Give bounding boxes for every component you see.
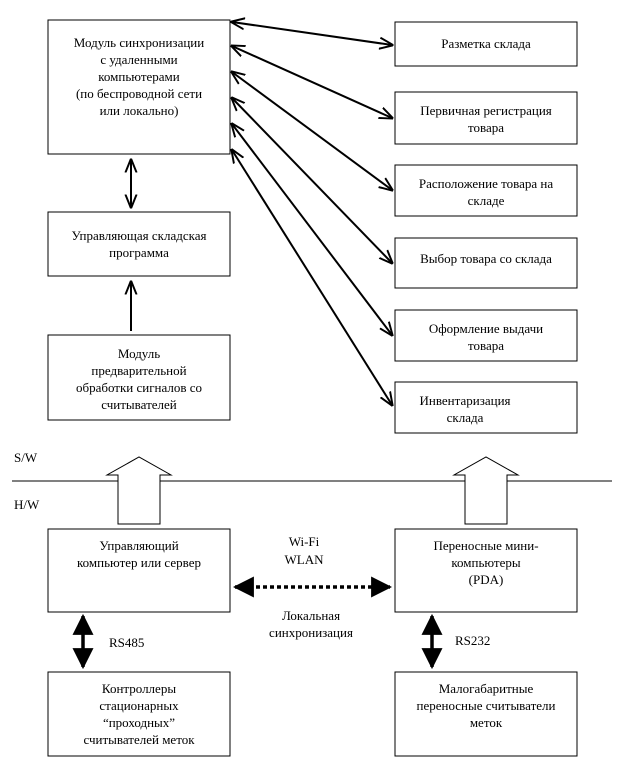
warehouse-program-box: Управляющая складская программа — [47, 211, 231, 277]
text-line: Управляющая складская — [71, 228, 206, 243]
warehouse-marking-box: Разметка склада — [394, 21, 578, 67]
text-line: считывателей меток — [83, 732, 195, 747]
text-line: Контроллеры — [102, 681, 176, 696]
pda-text: Переносные мини-компьютеры (PDA) — [433, 538, 538, 587]
text-line: Инвентаризация — [420, 393, 511, 408]
text-line: Расположение товара на — [419, 176, 553, 191]
text-line: Разметка склада — [441, 36, 531, 51]
text-line: склада — [447, 410, 484, 425]
text-line: считывателей — [101, 397, 177, 412]
local-sync-label-1: Локальная — [282, 608, 340, 623]
text-line: компьютерами — [98, 69, 180, 84]
text-line: компьютеры — [451, 555, 521, 570]
text-line: “проходных” — [103, 715, 175, 730]
text-line: Выбор товара со склада — [420, 251, 552, 266]
sync-module-text: Модуль синхронизации с удаленными компьюте… — [74, 35, 204, 118]
text-line: Управляющий — [99, 538, 178, 553]
text-line: или локально) — [100, 103, 179, 118]
text-line: меток — [470, 715, 503, 730]
wlan-label: WLAN — [285, 552, 325, 567]
goods-issue-text: Оформление выдачи товара — [429, 321, 543, 353]
text-line: с удаленными — [100, 52, 177, 67]
text-line: складе — [468, 193, 505, 208]
controllers-box: Контроллеры стационарных “проходных” считыв… — [47, 671, 231, 757]
local-sync-label-2: синхронизация — [269, 625, 353, 640]
sw-label: S/W — [14, 450, 38, 465]
goods-selection-box: Выбор товара со склада — [394, 237, 578, 289]
text-line: стационарных — [99, 698, 179, 713]
text-line: компьютер или сервер — [77, 555, 201, 570]
sync-function-arrows — [232, 22, 392, 405]
sync-module-box: Модуль синхронизации с удаленными компьюте… — [47, 19, 231, 155]
hw-label: H/W — [14, 497, 40, 512]
text-line: Первичная регистрация — [420, 103, 552, 118]
goods-selection-text: Выбор товара со склада — [420, 251, 552, 266]
handheld-readers-text: Малогабаритные переносные считыватели мето… — [417, 681, 556, 730]
rs485-label: RS485 — [109, 635, 144, 650]
hollow-up-arrow-left — [105, 456, 173, 525]
primary-registration-text: Первичная регистрация товара — [420, 103, 552, 135]
pda-box: Переносные мини-компьютеры (PDA) — [394, 528, 578, 613]
rs232-label: RS232 — [455, 633, 490, 648]
hollow-up-arrow-right — [452, 456, 520, 525]
text-line: Малогабаритные — [439, 681, 534, 696]
arrow-sync-inventory — [232, 150, 392, 405]
primary-registration-box: Первичная регистрация товара — [394, 91, 578, 145]
controllers-text: Контроллеры стационарных “проходных” считыв… — [83, 681, 195, 747]
warehouse-program-text: Управляющая складская программа — [71, 228, 206, 260]
arrow-sync-registration — [232, 46, 392, 118]
arrow-sync-placement — [232, 72, 392, 190]
text-line: Модуль — [118, 346, 160, 361]
preprocessing-module-box: Модуль предварительной обработки сигналов … — [47, 334, 231, 421]
text-line: Оформление выдачи — [429, 321, 543, 336]
text-line: Переносные мини- — [433, 538, 538, 553]
goods-placement-text: Расположение товара на складе — [419, 176, 553, 208]
goods-issue-box: Оформление выдачи товара — [394, 309, 578, 362]
text-line: (PDA) — [469, 572, 504, 587]
server-box: Управляющий компьютер или сервер — [47, 528, 231, 613]
handheld-readers-box: Малогабаритные переносные считыватели мето… — [394, 671, 578, 757]
arrow-sync-issue — [232, 124, 392, 335]
wifi-label: Wi-Fi — [289, 534, 320, 549]
text-line: программа — [109, 245, 169, 260]
text-line: предварительной — [91, 363, 186, 378]
text-line: переносные считыватели — [417, 698, 556, 713]
server-text: Управляющий компьютер или сервер — [77, 538, 201, 570]
text-line: обработки сигналов со — [76, 380, 202, 395]
arrow-sync-selection — [232, 98, 392, 263]
text-line: товара — [468, 120, 504, 135]
preprocessing-module-text: Модуль предварительной обработки сигналов … — [76, 346, 202, 412]
inventory-box: Инвентаризация склада — [394, 381, 578, 434]
warehouse-marking-text: Разметка склада — [441, 36, 531, 51]
text-line: (по беспроводной сети — [76, 86, 202, 101]
inventory-text: Инвентаризация склада — [420, 393, 511, 425]
text-line: товара — [468, 338, 504, 353]
goods-placement-box: Расположение товара на складе — [394, 164, 578, 217]
text-line: Модуль синхронизации — [74, 35, 204, 50]
arrow-sync-marking — [232, 22, 392, 45]
